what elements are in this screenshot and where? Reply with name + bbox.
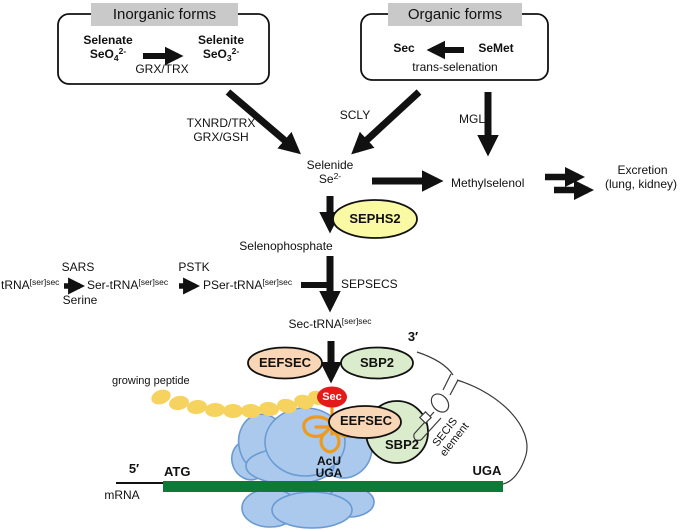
semet-label: SeMet (478, 41, 514, 55)
pser-trna-label: PSer-tRNA[ser]sec (203, 276, 293, 293)
peptide-bead (169, 395, 189, 411)
sars-label: SARS (61, 260, 95, 274)
sbp2-ribosome-label: SBP2 (385, 437, 419, 452)
selenide-label: Selenide (306, 158, 354, 172)
organic-box-title: Organic forms (388, 3, 522, 26)
trna-left-arm (302, 415, 332, 438)
scly-label: SCLY (339, 108, 371, 122)
loop-to-bar-end (456, 379, 528, 485)
secis-bulge (430, 393, 450, 413)
mrna-bar (163, 481, 503, 492)
selenite-label: Selenite (197, 33, 245, 47)
selenophosphate-label: Selenophosphate (239, 239, 333, 253)
sephs2-oval (332, 199, 418, 239)
trans-selenation-label: trans-selenation (412, 60, 498, 74)
sec-trna-label: Sec-tRNA[ser]sec (278, 315, 382, 332)
stop-codon-label: UGA (472, 463, 502, 478)
eefsec-ribosome-label: EEFSEC (339, 413, 392, 428)
selenite-formula: SeO32- (190, 45, 252, 63)
sec-residue-oval (317, 386, 347, 408)
growing-peptide-chain (151, 389, 328, 419)
peptide-bead (187, 399, 207, 415)
sec-trna-sup: [ser]sec (341, 315, 372, 326)
secis-stem-line (420, 417, 442, 441)
sepsecs-label: SEPSECS (341, 277, 398, 291)
start-codon-label: ATG (164, 464, 191, 479)
trna-sup: [ser]sec (29, 276, 60, 287)
peptide-bead (223, 404, 243, 418)
sec-trna-base: Sec-tRNA (288, 317, 342, 331)
ser-trna-label: Ser-tRNA[ser]sec (87, 276, 169, 293)
three-prime-label: 3′ (407, 329, 419, 344)
selenate-formula-sup: 2- (118, 45, 127, 56)
excretion-label: Excretion (617, 163, 668, 177)
sbp2-factor-oval (340, 346, 414, 380)
ser-trna-sup: [ser]sec (138, 276, 169, 287)
selenite-formula-sub: 3 (226, 52, 232, 63)
selenide-formula-base: Se (318, 172, 334, 186)
five-prime-label: 5′ (128, 461, 140, 476)
selenide-formula: Se2- (298, 170, 362, 187)
trna-anticodon-arm (319, 430, 341, 454)
sec-residue-label: Sec (322, 391, 342, 403)
peptide-bead (259, 401, 279, 417)
peptide-bead (151, 389, 171, 405)
secis-kink (418, 410, 433, 425)
mgl-label: MGL (458, 112, 485, 126)
excretion-organs-label: (lung, kidney) (604, 177, 678, 191)
ser-trna-base: Ser-tRNA (87, 278, 139, 292)
serine-label: Serine (62, 293, 98, 307)
secis-neck-line (442, 373, 452, 391)
anticodon-uga-label: UGA (315, 466, 343, 480)
secis-stem-line (413, 411, 435, 435)
mrna-label: mRNA (104, 488, 140, 502)
pstk-label: PSTK (178, 260, 210, 274)
methylselenol-label: Methylselenol (451, 176, 525, 190)
peptide-bead (205, 402, 225, 418)
sephs2-label: SEPHS2 (349, 211, 401, 226)
pser-trna-base: PSer-tRNA (203, 278, 263, 292)
grx-gsh-label: GRX/GSH (193, 130, 249, 144)
inorganic-to-selenide-arrow (225, 89, 301, 155)
selenite-formula-sup: 2- (231, 45, 240, 56)
ribosome-small-subunit (271, 491, 353, 529)
sbp2-factor-label: SBP2 (360, 355, 394, 370)
selenate-formula: SeO42- (76, 45, 140, 63)
growing-peptide-label: growing peptide (112, 375, 190, 387)
mrna-3prime-loop (416, 351, 528, 485)
eefsec-factor-label: EEFSEC (258, 355, 311, 370)
trna-label: tRNA[ser]sec (1, 276, 60, 293)
secis-neck-line (449, 379, 459, 396)
inorganic-box-title: Inorganic forms (91, 3, 238, 26)
txnrd-trx-label: TXNRD/TRX (186, 116, 256, 130)
trna-base: tRNA (1, 278, 30, 292)
eefsec-factor-oval (247, 346, 323, 380)
selenite-formula-base: SeO (202, 47, 227, 61)
peptide-bead (277, 398, 297, 414)
loop-to-3prime (416, 351, 454, 376)
selenate-formula-sub: 4 (113, 52, 119, 63)
pser-trna-sup: [ser]sec (262, 276, 293, 287)
eefsec-ribosome-oval (328, 405, 402, 439)
selenate-label: Selenate (83, 33, 133, 47)
organic-to-selenide-arrow (351, 89, 422, 155)
anticodon-label: AcU (316, 454, 341, 468)
selenide-formula-sup: 2- (333, 170, 342, 181)
sec-label: Sec (393, 41, 415, 55)
peptide-bead (241, 403, 261, 419)
grx-trx-label: GRX/TRX (135, 62, 189, 76)
secis-stem-loop (413, 373, 459, 441)
selenate-formula-base: SeO (89, 47, 114, 61)
secis-apical-loop (413, 433, 422, 441)
